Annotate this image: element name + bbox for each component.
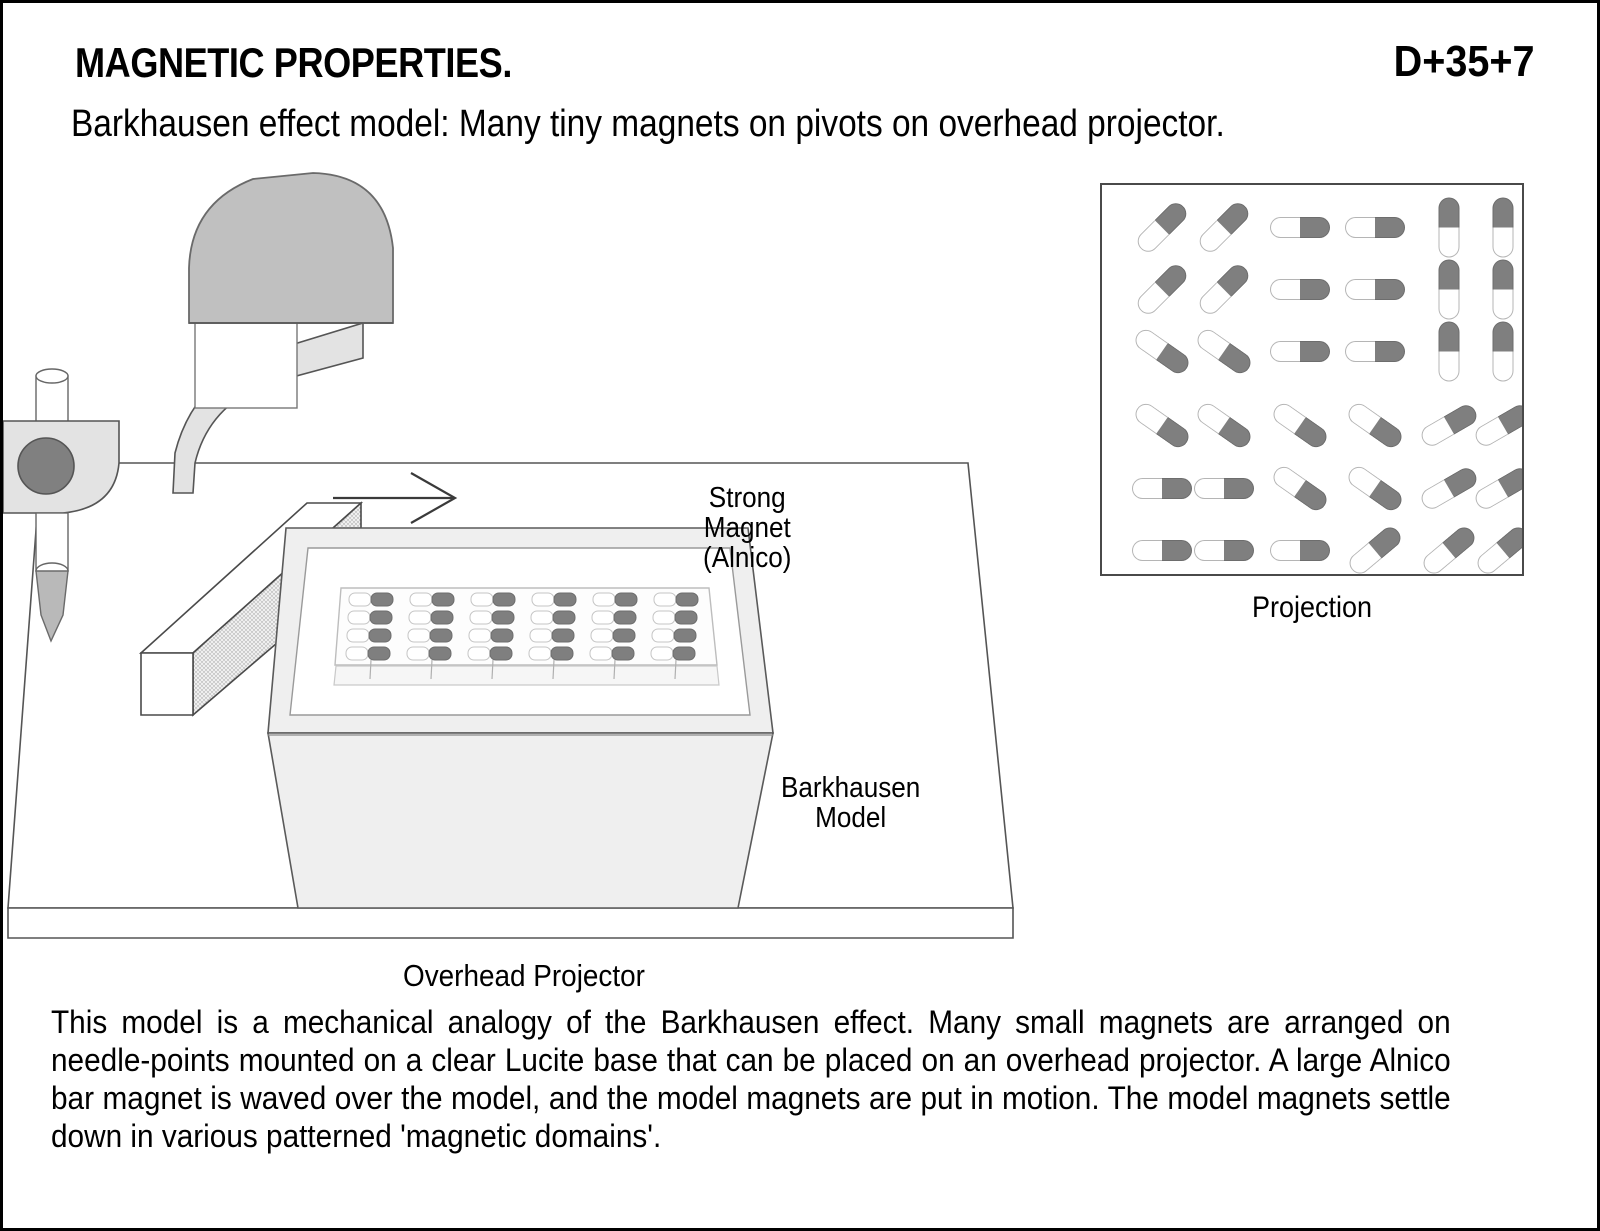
- projection-magnet: [1345, 341, 1405, 362]
- label-barkhausen-model: Barkhausen Model: [781, 773, 920, 833]
- projection-magnet: [1471, 401, 1522, 450]
- projection-magnet: [1131, 399, 1193, 452]
- projector-head-assembly: [172, 172, 394, 494]
- projection-magnet: [1193, 325, 1255, 378]
- projection-magnet: [1194, 540, 1254, 561]
- projection-magnet: [1132, 540, 1192, 561]
- header: MAGNETIC PROPERTIES. D+35+7 Barkhausen e…: [3, 3, 1600, 163]
- projection-magnet: [1438, 321, 1460, 382]
- projection-magnet: [1195, 198, 1253, 257]
- label-strong-magnet-line3: (Alnico): [703, 542, 792, 574]
- projection-magnet: [1195, 260, 1253, 319]
- barkhausen-model-magnets: [345, 592, 699, 680]
- focus-knob: [17, 437, 75, 495]
- label-barkhausen-line2: Model: [815, 802, 887, 834]
- magnet-south-pole: [1162, 540, 1192, 561]
- magnet-south-pole: [1438, 259, 1460, 290]
- magnet-north-pole: [1492, 289, 1514, 320]
- magnet-north-pole: [1345, 217, 1375, 238]
- magnet-south-pole: [1162, 478, 1192, 499]
- label-strong-magnet-line1: Strong: [708, 482, 786, 514]
- projection-magnet: [1492, 197, 1514, 258]
- magnet-south-pole: [1224, 540, 1254, 561]
- projection-magnet: [1270, 540, 1330, 561]
- magnet-south-pole: [1224, 478, 1254, 499]
- magnet-south-pole: [1375, 217, 1405, 238]
- magnet-north-pole: [1438, 289, 1460, 320]
- demo-code: D+35+7: [1394, 37, 1535, 86]
- projector-post: [3, 368, 120, 643]
- magnet-north-pole: [1345, 279, 1375, 300]
- projection-magnet: [1193, 399, 1255, 452]
- projection-magnet: [1471, 464, 1522, 513]
- projection-magnet: [1438, 197, 1460, 258]
- projection-magnet: [1344, 399, 1406, 452]
- projection-magnet: [1438, 259, 1460, 320]
- magnet-south-pole: [1300, 540, 1330, 561]
- projection-magnet: [1133, 198, 1191, 257]
- projection-magnet: [1270, 217, 1330, 238]
- label-overhead-projector: Overhead Projector: [403, 958, 645, 993]
- magnet-north-pole: [1270, 341, 1300, 362]
- projection-magnet: [1473, 523, 1522, 574]
- label-strong-magnet: Strong Magnet (Alnico): [703, 483, 791, 573]
- projection-magnet: [1194, 478, 1254, 499]
- projection-magnet: [1344, 462, 1406, 515]
- magnet-north-pole: [1270, 540, 1300, 561]
- projection-magnet: [1345, 523, 1405, 574]
- magnet-north-pole: [1132, 478, 1162, 499]
- magnet-south-pole: [1492, 259, 1514, 290]
- magnet-north-pole: [1270, 217, 1300, 238]
- magnet-north-pole: [1194, 540, 1224, 561]
- magnet-south-pole: [1300, 217, 1330, 238]
- magnet-south-pole: [1492, 321, 1514, 352]
- label-barkhausen-line1: Barkhausen: [781, 772, 921, 804]
- magnet-north-pole: [1492, 227, 1514, 258]
- magnet-north-pole: [1438, 351, 1460, 382]
- projection-magnet: [1269, 462, 1331, 515]
- projection-magnet: [1133, 260, 1191, 319]
- page-title: MAGNETIC PROPERTIES.: [75, 39, 512, 86]
- projection-magnet: [1419, 523, 1479, 574]
- magnet-north-pole: [1270, 279, 1300, 300]
- description-paragraph: This model is a mechanical analogy of th…: [51, 1004, 1451, 1154]
- magnet-south-pole: [1492, 197, 1514, 228]
- apparatus-illustration: Strong Magnet (Alnico) Barkhausen Model …: [3, 163, 1083, 993]
- needle-points: [369, 659, 677, 680]
- magnet-north-pole: [1492, 351, 1514, 382]
- projection-magnet: [1345, 279, 1405, 300]
- projection-magnet: [1492, 259, 1514, 320]
- projection-magnet: [1492, 321, 1514, 382]
- projection-magnet: [1417, 401, 1481, 450]
- projection-magnet: [1417, 464, 1481, 513]
- magnet-north-pole: [1132, 540, 1162, 561]
- projection-magnet: [1269, 399, 1331, 452]
- projection-magnet: [1132, 478, 1192, 499]
- magnet-south-pole: [1300, 279, 1330, 300]
- projection-magnet: [1345, 217, 1405, 238]
- page-subtitle: Barkhausen effect model: Many tiny magne…: [71, 103, 1225, 145]
- projection-caption: Projection: [1251, 591, 1373, 624]
- overhead-projector: [267, 527, 774, 909]
- magnet-north-pole: [1345, 341, 1375, 362]
- projection-magnet: [1270, 279, 1330, 300]
- magnet-north-pole: [1194, 478, 1224, 499]
- projection-panel: [1100, 183, 1524, 576]
- projection-magnet: [1270, 341, 1330, 362]
- motion-arrow: [333, 472, 458, 524]
- projection-magnet: [1131, 325, 1193, 378]
- label-strong-magnet-line2: Magnet: [703, 512, 791, 544]
- magnet-south-pole: [1375, 279, 1405, 300]
- magnet-south-pole: [1300, 341, 1330, 362]
- magnet-south-pole: [1438, 197, 1460, 228]
- magnet-north-pole: [1438, 227, 1460, 258]
- magnet-south-pole: [1438, 321, 1460, 352]
- magnet-south-pole: [1375, 341, 1405, 362]
